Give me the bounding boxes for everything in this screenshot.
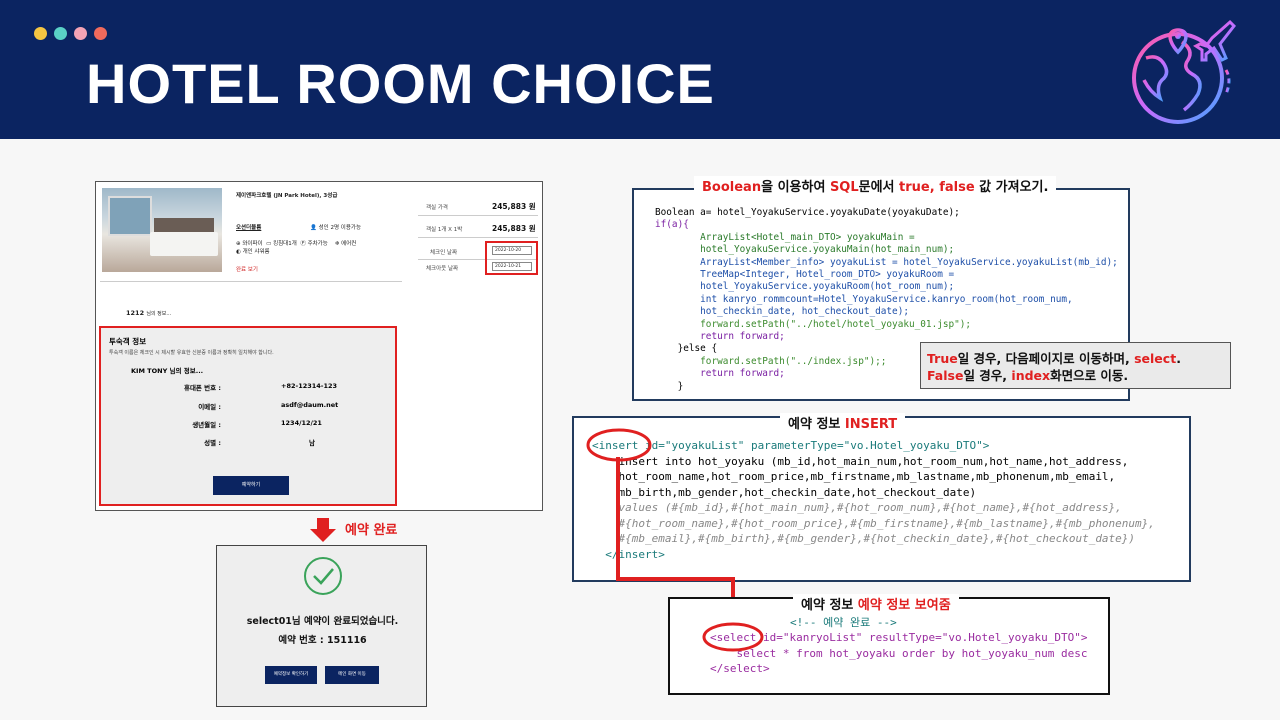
person-icon: 👤 (310, 225, 319, 231)
go-main-button[interactable]: 메인 화면 이동 (325, 666, 379, 684)
select-highlight-ellipse (702, 622, 764, 652)
down-arrow-icon (310, 518, 336, 542)
divider (100, 281, 402, 282)
guest-section-desc: 투숙객 이름은 체크인 시 제시할 유효한 신분증 이름과 정확히 일치해야 합… (109, 350, 274, 356)
guest-info-section: 투숙객 정보 투숙객 이름은 체크인 시 제시할 유효한 신분증 이름과 정확히… (99, 326, 397, 506)
connector-horizontal (616, 577, 735, 581)
reserve-button[interactable]: 예약하기 (213, 476, 289, 495)
globe-travel-icon (1132, 19, 1236, 124)
room-price-label: 객실 가격 (426, 205, 448, 211)
divider (418, 259, 538, 260)
email-value: asdf@daum.net (281, 401, 339, 409)
dot-teal (54, 27, 67, 40)
controller-box-title: Boolean을 이용하여 SQL문에서 true, false 값 가져오기. (694, 176, 1057, 195)
completion-label: 예약 완료 (345, 523, 398, 538)
checkout-label: 체크아웃 날짜 (426, 266, 459, 272)
total-price: 245,883 원 (492, 224, 536, 233)
wifi-icon: ⊕ (236, 241, 243, 247)
room-photo (102, 188, 222, 272)
divider (418, 237, 538, 238)
bed-icon: ▭ (266, 241, 274, 247)
amenities-row1: ⊕ 와이파이 ▭ 킹침대1개 Ⓟ 주차가능 ❄ 에어컨 (236, 241, 357, 247)
connector-vertical (616, 457, 620, 580)
more-link[interactable]: 완료 보기 (236, 267, 258, 273)
completion-message: select01님 예약이 완료되었습니다. (246, 616, 399, 627)
window-dots (34, 27, 107, 40)
completion-screenshot: select01님 예약이 완료되었습니다. 예약 번호 : 151116 예약… (216, 545, 427, 707)
amenities-row2: ◐ 개인 샤워룸 (236, 249, 270, 255)
birth-label: 생년월일 : (192, 421, 221, 429)
select-code: <select id="kanryoList" resultType="vo.H… (710, 631, 1088, 675)
guest-capacity: 👤 성인 2명 이용가능 (310, 225, 362, 231)
gender-label: 성별 : (204, 439, 221, 447)
insert-code-box: <insert id="yoyakuList" parameterType="v… (572, 416, 1191, 582)
controller-code: Boolean a= hotel_YoyakuService.yoyakuDat… (655, 207, 1118, 392)
check-circle-icon (304, 557, 342, 595)
email-label: 이메일 : (198, 403, 221, 411)
booking-screenshot: 제이앤파크호텔 (JN Park Hotel), 3성급 오션더블룸 👤 성인 … (95, 181, 543, 511)
aircon-icon: ❄ (334, 241, 342, 247)
parking-icon: Ⓟ (300, 241, 308, 247)
select-code-comment: <!-- 예약 완료 --> (790, 616, 897, 629)
checkin-date-input[interactable]: 2022-10-20 (492, 246, 532, 255)
guest-name: KIM TONY 님의 정보... (131, 367, 204, 375)
room-info: 1212 님의 정보... (126, 309, 172, 317)
divider (418, 215, 538, 216)
result-note: True일 경우, 다음페이지로 이동하며, select. False일 경우… (920, 342, 1231, 389)
checkout-date-input[interactable]: 2022-10-21 (492, 262, 532, 271)
phone-value: +82-12314-123 (281, 382, 338, 390)
gender-value: 남 (309, 439, 315, 447)
insert-box-title: 예약 정보 INSERT (780, 413, 906, 432)
date-highlight-box (485, 241, 538, 275)
select-box-title: 예약 정보 예약 정보 보여줌 (793, 594, 959, 613)
shower-icon: ◐ (236, 249, 243, 255)
room-option-link[interactable]: 오션더블룸 (236, 225, 262, 231)
room-price: 245,883 원 (492, 202, 536, 211)
checkin-label: 체크인 날짜 (430, 250, 458, 256)
connector-drop (731, 577, 735, 609)
phone-label: 휴대폰 번호 : (183, 384, 221, 392)
select-code-box: <!-- 예약 완료 --> <select id="kanryoList" r… (668, 597, 1110, 695)
dot-yellow (34, 27, 47, 40)
reservation-number: 예약 번호 : 151116 (278, 635, 367, 646)
dot-red (94, 27, 107, 40)
birth-value: 1234/12/21 (281, 419, 322, 427)
guest-section-title: 투숙객 정보 (109, 337, 147, 346)
header-bar: HOTEL ROOM CHOICE (0, 0, 1280, 139)
page-title: HOTEL ROOM CHOICE (86, 52, 715, 115)
insert-code: <insert id="yoyakuList" parameterType="v… (592, 439, 1155, 561)
hotel-name: 제이앤파크호텔 (JN Park Hotel), 3성급 (236, 193, 338, 199)
total-label: 객실 1개 X 1박 (426, 227, 463, 233)
dot-pink (74, 27, 87, 40)
view-reservation-button[interactable]: 예약정보 확인하기 (265, 666, 317, 684)
